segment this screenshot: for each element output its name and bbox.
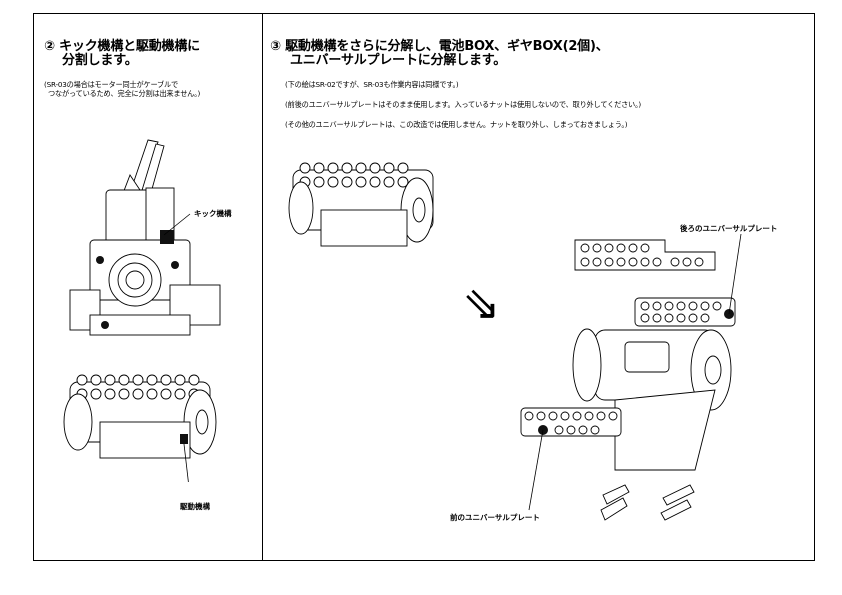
right-note-2: (前後のユニバーサルプレートはそのまま使用します。入っているナットは使用しないの… — [285, 100, 642, 109]
right-title-line1: ③ 駆動機構をさらに分解し、電池BOX、ギヤBOX(2個)、 — [270, 39, 609, 54]
left-note-line1: (SR-03の場合はモーター同士がケーブルで — [44, 80, 178, 89]
right-note-1: (下の絵はSR-02ですが、SR-03も作業内容は同様です。) — [285, 80, 459, 89]
rear-plate-label: 後ろのユニバーサルプレート — [680, 224, 778, 233]
front-plate-label: 前のユニバーサルプレート — [450, 513, 540, 522]
right-title-line2: ユニバーサルプレートに分解します。 — [290, 53, 507, 68]
right-step-title: ③ 駆動機構をさらに分解し、電池BOX、ギヤBOX(2個)、 ユニバーサルプレー… — [270, 40, 609, 68]
disassembly-arrow: ⇘ — [462, 276, 501, 330]
left-note: (SR-03の場合はモーター同士がケーブルで つながっているため、完全に分割は出… — [44, 80, 200, 98]
kick-mechanism-label: キック機構 — [194, 209, 232, 218]
left-title-line1: ② キック機構と駆動機構に — [44, 39, 200, 54]
left-note-line2: つながっているため、完全に分割は出来ません。) — [48, 89, 201, 98]
left-title-line2: 分割します。 — [62, 53, 138, 68]
left-step-title: ② キック機構と駆動機構に 分割します。 — [44, 40, 200, 68]
drive-mechanism-illustration — [63, 374, 217, 482]
right-note-3: (その他のユニバーサルプレートは、この改造では使用しません。ナットを取り外し、し… — [285, 120, 628, 129]
column-divider — [262, 13, 263, 561]
page-frame — [33, 13, 815, 561]
exploded-view-illustration — [520, 233, 742, 521]
drive-mechanism-label: 駆動機構 — [180, 502, 210, 511]
kick-mechanism-illustration — [69, 139, 221, 336]
assembled-drive-illustration — [288, 162, 434, 247]
